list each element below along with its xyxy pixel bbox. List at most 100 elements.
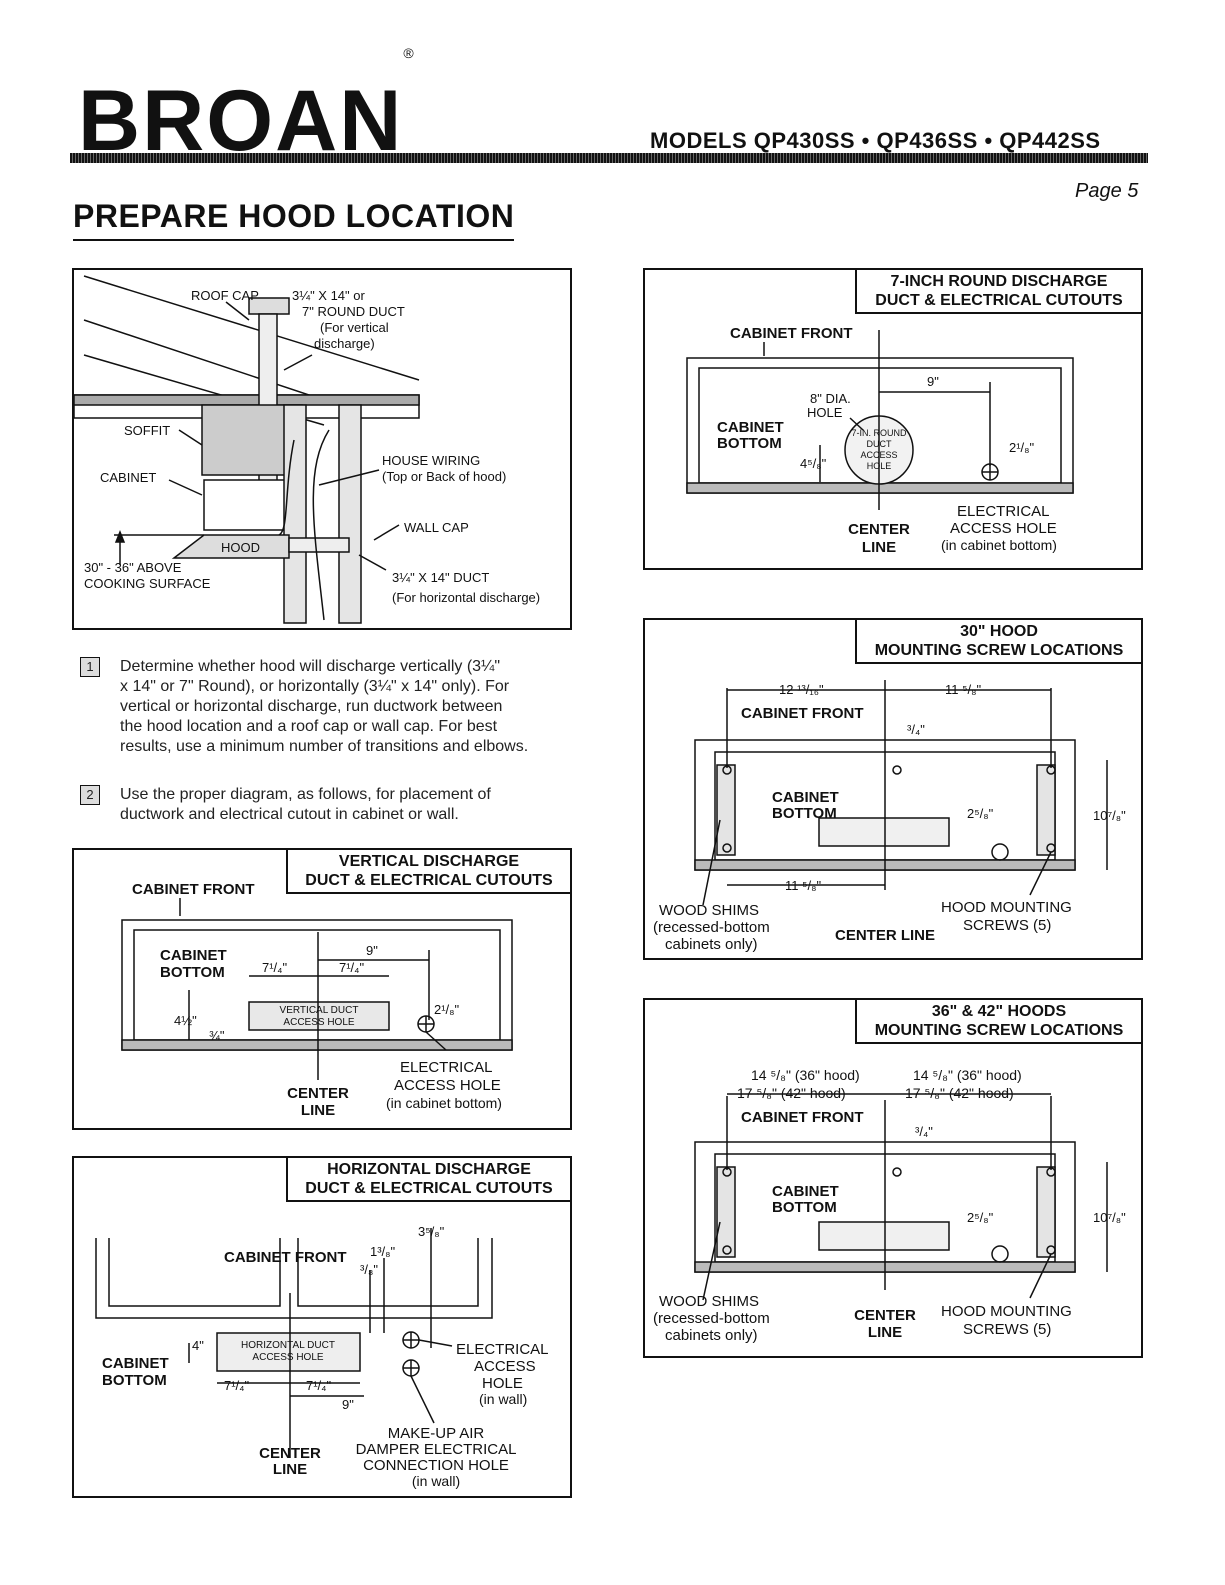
hood36-r2: 17 ⁵/₈" (42" hood) xyxy=(905,1085,1014,1101)
horizontal-d714a: 7¹/₄" xyxy=(224,1378,249,1393)
horizontal-cabinet-bottom2: BOTTOM xyxy=(102,1372,167,1389)
hood30-shims3: cabinets only) xyxy=(665,936,758,953)
horizontal-elec3: HOLE xyxy=(482,1375,523,1392)
hood30-cabinet-front: CABINET FRONT xyxy=(741,705,864,722)
hood36-center1: CENTER xyxy=(854,1307,916,1324)
vertical-d34: ¾" xyxy=(209,1028,225,1043)
header-rule xyxy=(70,153,1148,163)
horizontal-makeup2: DAMPER ELECTRICAL xyxy=(356,1441,517,1458)
label-duct-h2: (For horizontal discharge) xyxy=(392,590,540,605)
horizontal-cabinet-bottom1: CABINET xyxy=(102,1355,169,1372)
round-hole2: DUCT xyxy=(867,439,892,449)
hood36-screws2: SCREWS (5) xyxy=(963,1321,1051,1338)
horizontal-elec4: (in wall) xyxy=(479,1391,527,1407)
vertical-duct-label2: ACCESS HOLE xyxy=(283,1017,354,1028)
round-d218: 2¹/₈" xyxy=(1009,440,1035,455)
label-above2: COOKING SURFACE xyxy=(84,576,211,591)
hood36-l1: 14 ⁵/₈" (36" hood) xyxy=(751,1067,860,1083)
round-cabinet-bottom1: CABINET xyxy=(717,419,784,436)
hood30-d1078: 10⁷/₈" xyxy=(1093,808,1126,823)
vertical-d714b: 7¹/₄" xyxy=(339,960,364,975)
horizontal-makeup3: CONNECTION HOLE xyxy=(363,1457,509,1474)
horizontal-d4: 4" xyxy=(192,1338,204,1353)
hood36-d258: 2⁵/₈" xyxy=(967,1210,994,1225)
label-above: 30" - 36" ABOVE xyxy=(84,560,182,575)
horizontal-center2: LINE xyxy=(273,1461,307,1478)
round-cabinet-front: CABINET FRONT xyxy=(730,325,853,342)
round-center2: LINE xyxy=(862,539,896,556)
horizontal-elec2: ACCESS xyxy=(474,1358,536,1375)
hood30-d1158b: 11 ⁵/₈" xyxy=(785,878,821,893)
hood30-screws1: HOOD MOUNTING xyxy=(941,899,1072,916)
vertical-elec1: ELECTRICAL xyxy=(400,1059,493,1076)
step-number: 1 xyxy=(80,657,100,677)
round-elec2: ACCESS HOLE xyxy=(950,520,1057,537)
hood36-shims3: cabinets only) xyxy=(665,1327,758,1344)
step-number: 2 xyxy=(80,785,100,805)
horizontal-duct-label2: ACCESS HOLE xyxy=(252,1352,323,1363)
round-elec3: (in cabinet bottom) xyxy=(941,537,1057,553)
horizontal-duct-label1: HORIZONTAL DUCT xyxy=(241,1340,335,1351)
install-diagram-drawing: ROOF CAP 3¼" X 14" or 7" ROUND DUCT (For… xyxy=(73,275,540,624)
step-1: 1 Determine whether hood will discharge … xyxy=(80,657,570,767)
label-cabinet: CABINET xyxy=(100,470,156,485)
vertical-cabinet-bottom2: BOTTOM xyxy=(160,964,225,981)
label-house-wiring2: (Top or Back of hood) xyxy=(382,469,506,484)
round-d9: 9" xyxy=(927,374,939,389)
round-elec1: ELECTRICAL xyxy=(957,503,1050,520)
label-duct-top3: (For vertical xyxy=(320,320,389,335)
hood36-cabinet-bottom2: BOTTOM xyxy=(772,1199,837,1216)
round-center1: CENTER xyxy=(848,521,910,538)
hood30-d258: 2⁵/₈" xyxy=(967,806,994,821)
hood30-shims2: (recessed-bottom xyxy=(653,919,770,936)
vertical-cabinet-bottom1: CABINET xyxy=(160,947,227,964)
vertical-elec3: (in cabinet bottom) xyxy=(386,1095,502,1111)
round-dia1: 8" DIA. xyxy=(810,391,851,406)
hood30-d1213: 12 ¹³/₁₆" xyxy=(779,682,824,697)
horizontal-d9: 9" xyxy=(342,1397,354,1412)
label-house-wiring: HOUSE WIRING xyxy=(382,453,480,468)
horizontal-makeup1: MAKE-UP AIR xyxy=(388,1425,485,1442)
hood36-l2: 17 ⁵/₈" (42" hood) xyxy=(737,1085,846,1101)
label-duct-h: 3¼" X 14" DUCT xyxy=(392,570,489,585)
label-roof-cap: ROOF CAP xyxy=(191,288,259,303)
hood30-screws2: SCREWS (5) xyxy=(963,917,1051,934)
round-hole3: ACCESS xyxy=(860,450,897,460)
horizontal-d358: 3⁵/₈" xyxy=(418,1224,445,1239)
hood36-shims1: WOOD SHIMS xyxy=(659,1293,759,1310)
horizontal-d714b: 7¹/₄" xyxy=(306,1378,331,1393)
vertical-d412: 4½" xyxy=(174,1013,197,1028)
hood36-d34: ³/₄" xyxy=(915,1124,933,1139)
install-diagram: ROOF CAP 3¼" X 14" or 7" ROUND DUCT (For… xyxy=(72,268,572,630)
hood30-shims1: WOOD SHIMS xyxy=(659,902,759,919)
hood30-cabinet-bottom1: CABINET xyxy=(772,789,839,806)
hood36-d1078: 10⁷/₈" xyxy=(1093,1210,1126,1225)
hood30-drawing: 12 ¹³/₁₆" 11 ⁵/₈" CABINET FRONT ³/₄" CAB… xyxy=(653,680,1126,953)
label-duct-top: 3¼" X 14" or xyxy=(292,288,365,303)
step-2: 2 Use the proper diagram, as follows, fo… xyxy=(80,785,570,835)
vertical-d218: 2¹/₈" xyxy=(434,1002,460,1017)
hood30-d1158a: 11 ⁵/₈" xyxy=(945,682,981,697)
vertical-drawing: CABINET FRONT CABINET BOTTOM 9" 7¹/₄" 7¹… xyxy=(121,881,513,1119)
hood36-screws1: HOOD MOUNTING xyxy=(941,1303,1072,1320)
round-hole4: HOLE xyxy=(867,461,892,471)
round-drawing: CABINET FRONT 8" DIA. HOLE CABINET BOTTO… xyxy=(686,325,1074,556)
round-d458: 4⁵/₈" xyxy=(800,456,827,471)
horizontal-d138: 1³/₈" xyxy=(370,1244,396,1259)
round-cabinet-bottom2: BOTTOM xyxy=(717,435,782,452)
hood36-cabinet-bottom1: CABINET xyxy=(772,1183,839,1200)
vertical-center2: LINE xyxy=(301,1102,335,1119)
horizontal-drawing: CABINET FRONT 3⁵/₈" 1³/₈" ³/₈" 4" CABINE… xyxy=(95,1224,549,1489)
vertical-cabinet-front: CABINET FRONT xyxy=(132,881,255,898)
step-text: Use the proper diagram, as follows, for … xyxy=(120,786,491,823)
page-number: Page 5 xyxy=(1075,180,1139,202)
hood36-r1: 14 ⁵/₈" (36" hood) xyxy=(913,1067,1022,1083)
